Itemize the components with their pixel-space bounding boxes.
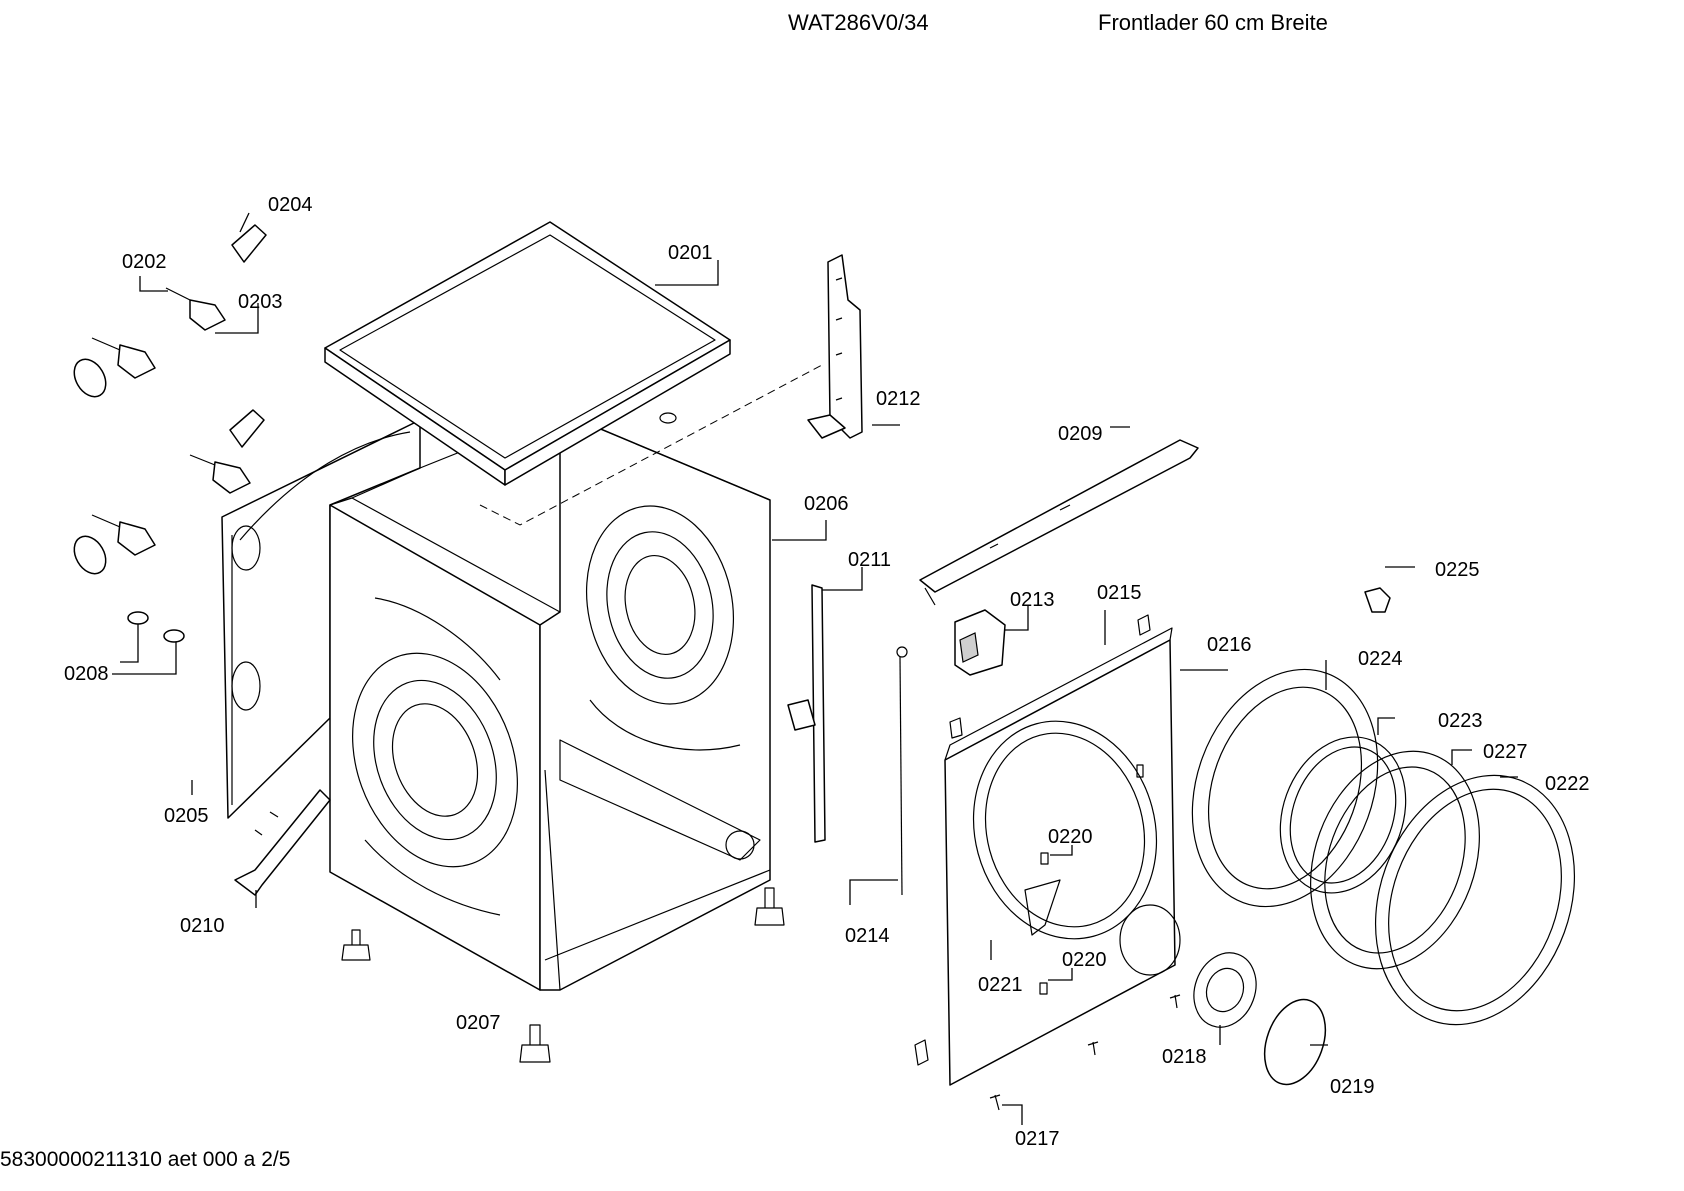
label-0220-lower: 0220 <box>1062 949 1107 971</box>
part-0203-a <box>189 299 226 331</box>
label-0210: 0210 <box>180 915 225 937</box>
top-rail <box>919 439 1199 606</box>
model-description: Frontlader 60 cm Breite <box>1098 10 1328 35</box>
clip-bottom <box>914 1039 929 1066</box>
label-0227: 0227 <box>1483 741 1528 763</box>
control-box <box>954 609 1006 676</box>
label-0216: 0216 <box>1207 634 1252 656</box>
label-0224: 0224 <box>1358 648 1403 670</box>
label-0214: 0214 <box>845 925 890 947</box>
part-labels: 0201 0202 0203 0204 0205 0206 0207 0208 … <box>64 194 1590 1150</box>
part-0221 <box>1024 879 1061 936</box>
label-0203: 0203 <box>238 291 283 313</box>
label-0202: 0202 <box>122 251 167 273</box>
label-0220-upper: 0220 <box>1048 826 1093 848</box>
door-rings <box>1191 668 1576 1026</box>
label-0215: 0215 <box>1097 582 1142 604</box>
clip-left <box>949 717 963 739</box>
foot-pad-0208-b <box>163 629 185 643</box>
bracket-0210 <box>234 789 331 896</box>
label-0213: 0213 <box>1010 589 1055 611</box>
label-0209: 0209 <box>1058 423 1103 445</box>
left-side-panel <box>329 504 541 991</box>
part-0204-b <box>229 409 265 448</box>
ring-0224 <box>1191 668 1379 908</box>
worktop-cover <box>324 221 731 486</box>
leader-lines <box>112 212 1518 1125</box>
part-0204-a <box>231 224 267 263</box>
label-0205: 0205 <box>164 805 209 827</box>
ring-0227 <box>1310 750 1480 970</box>
screw-0217 <box>989 1094 1001 1111</box>
label-0204: 0204 <box>268 194 313 216</box>
ring-0222 <box>1374 774 1576 1026</box>
label-0206: 0206 <box>804 493 849 515</box>
part-0220-lower <box>1039 982 1048 995</box>
feet <box>341 887 785 1063</box>
vertical-strut <box>787 584 826 843</box>
tie-rod <box>896 646 908 896</box>
foot-pad-0208-a <box>127 611 149 625</box>
label-0225: 0225 <box>1435 559 1480 581</box>
clip-top <box>1137 614 1151 636</box>
cover-disc-0219 <box>1263 998 1327 1086</box>
label-0218: 0218 <box>1162 1046 1207 1068</box>
screw-1 <box>1169 994 1181 1009</box>
label-0223: 0223 <box>1438 710 1483 732</box>
part-0220-upper <box>1040 852 1049 865</box>
screw-2 <box>1087 1041 1099 1056</box>
label-0211: 0211 <box>848 549 891 571</box>
hinge-0218 <box>1193 952 1257 1028</box>
side-bracket <box>807 254 863 439</box>
label-0201: 0201 <box>668 242 713 264</box>
cabinet-housing <box>221 411 771 991</box>
label-0219: 0219 <box>1330 1076 1375 1098</box>
model-number: WAT286V0/34 <box>788 10 929 35</box>
label-0208: 0208 <box>64 663 109 685</box>
label-0217: 0217 <box>1015 1128 1060 1150</box>
ring-0223 <box>1279 736 1407 894</box>
right-side-panel <box>539 411 771 991</box>
left-small-parts <box>73 224 331 896</box>
part-0225 <box>1364 587 1391 613</box>
label-0212: 0212 <box>876 388 921 410</box>
document-code: 58300000211310 aet 000 a 2/5 <box>0 1148 291 1171</box>
label-0207: 0207 <box>456 1012 501 1034</box>
label-0222: 0222 <box>1545 773 1590 795</box>
label-0221: 0221 <box>978 974 1023 996</box>
front-panel <box>944 627 1181 1086</box>
